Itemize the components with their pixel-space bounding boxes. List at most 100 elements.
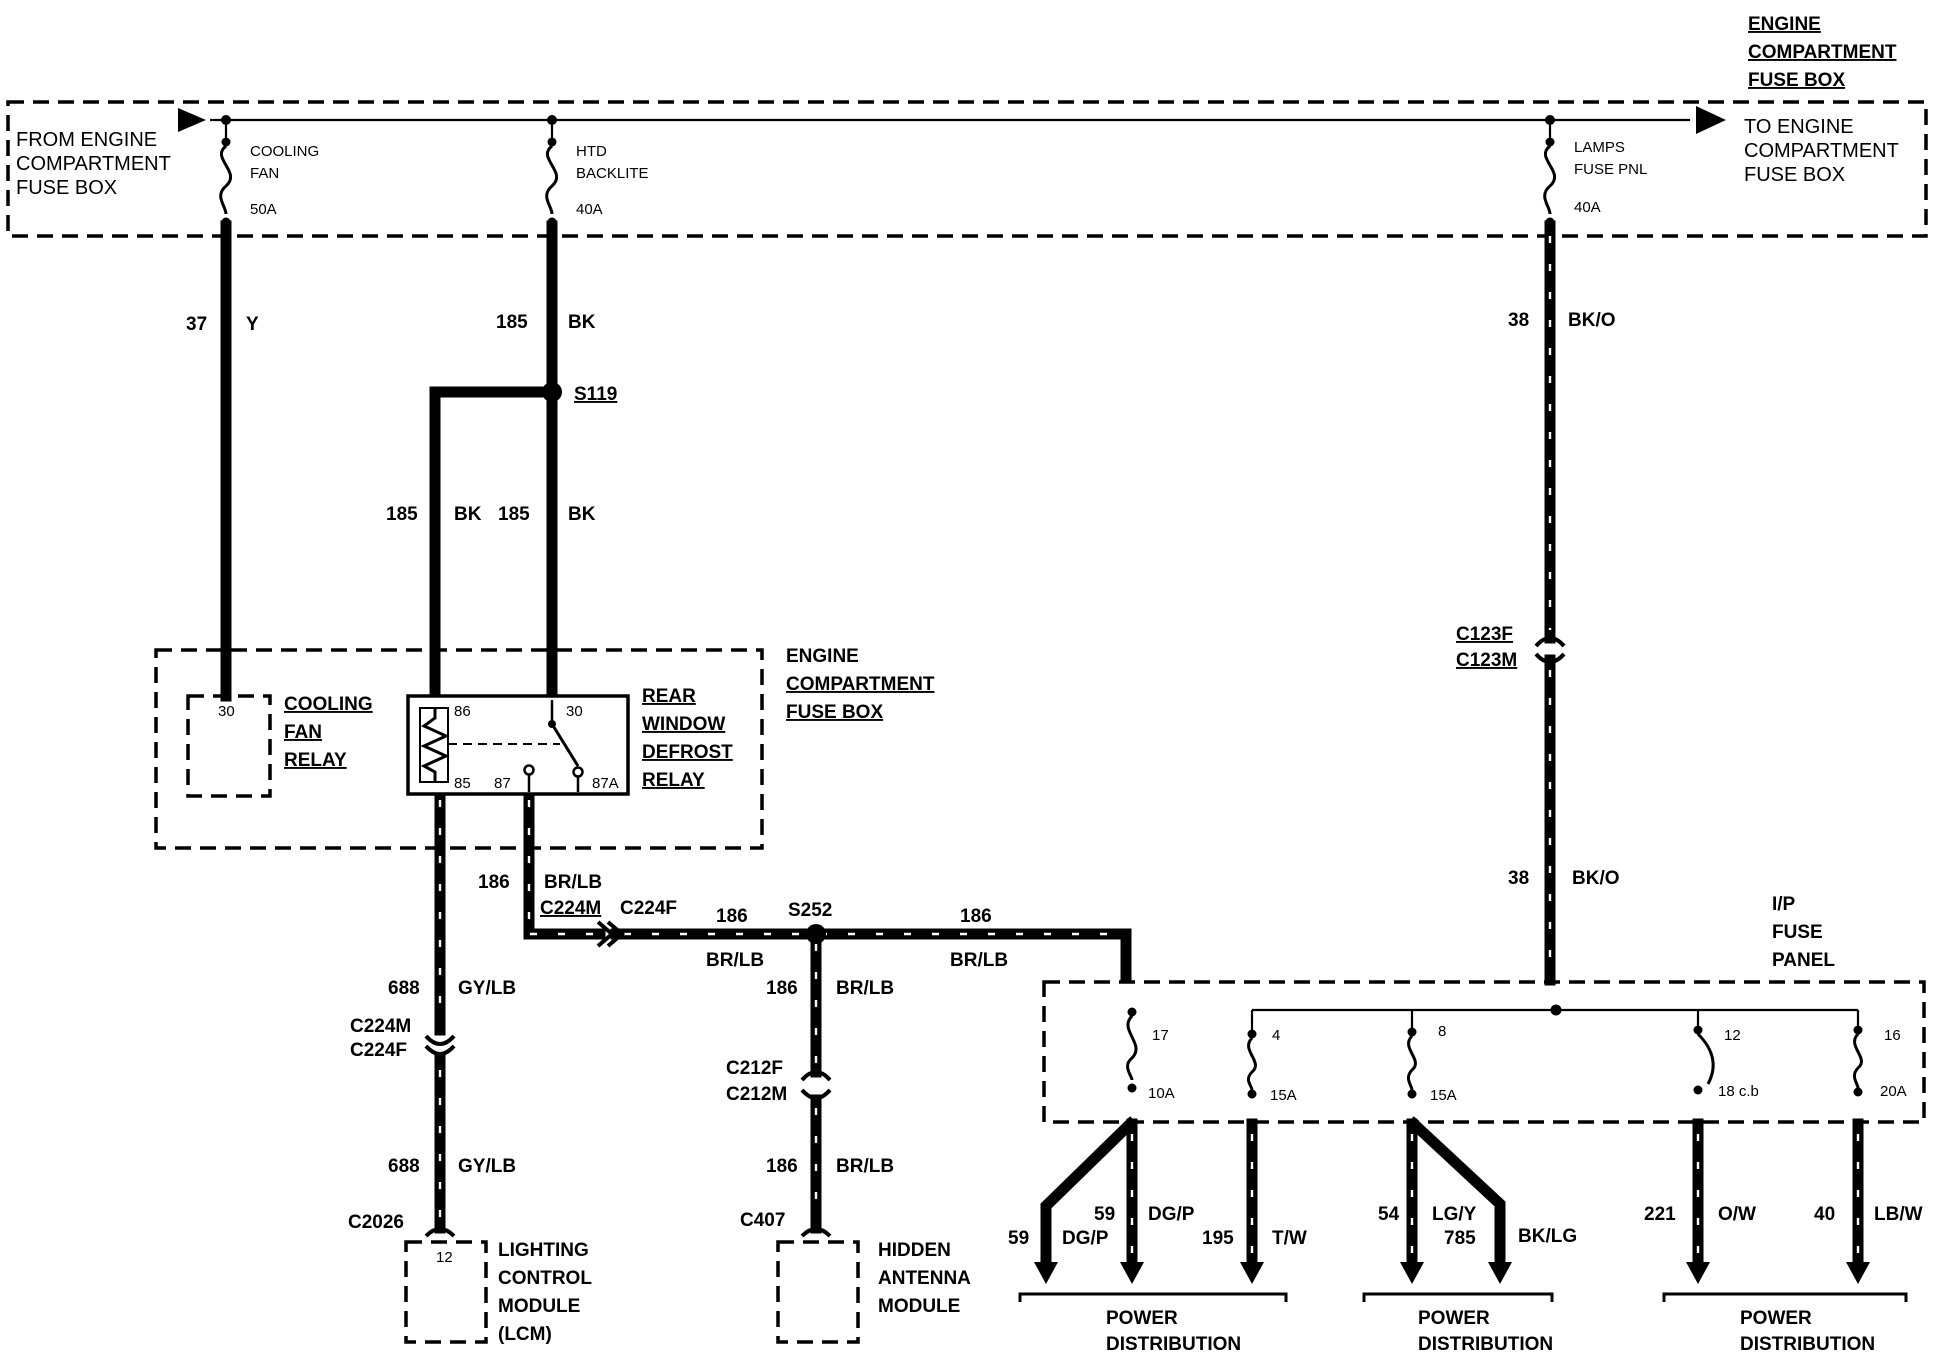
relay-pin: 30 [566, 703, 583, 720]
connector-c407: C407 [740, 1210, 832, 1238]
connector-label: C224F [350, 1040, 407, 1061]
engine-compartment-fuse-box-top: FROM ENGINE COMPARTMENT FUSE BOX TO ENGI… [6, 14, 1928, 238]
power-distribution-group-2: POWER DISTRIBUTION [1362, 1292, 1554, 1355]
ip-fuse-8: 8 15A [1406, 1010, 1457, 1104]
wire-labels: 37 Y 185 BK 185 BK 185 BK 38 BK/O 38 BK/… [186, 310, 1620, 1177]
power-distribution-group-1: POWER DISTRIBUTION [1018, 1292, 1288, 1355]
connector-label: C123M [1456, 650, 1517, 671]
ip-panel-label: PANEL [1772, 950, 1835, 971]
module-name: CONTROL [498, 1268, 592, 1289]
relay-pin: 86 [454, 703, 471, 720]
circuit-number: 37 [186, 314, 207, 335]
cooling-fan-relay: 30 COOLING FAN RELAY [186, 694, 373, 798]
wire-color: BR/LB [836, 978, 894, 999]
fuse-lamps-fuse-pnl: LAMPS FUSE PNL 40A [1543, 120, 1647, 227]
relay-pin: 85 [454, 775, 471, 792]
connector-label: C224M [350, 1016, 411, 1037]
header-box-line2: COMPARTMENT [1748, 42, 1897, 63]
circuit-number: 59 [1094, 1204, 1115, 1225]
circuit-number: 688 [388, 978, 420, 999]
relay-fuse-box: ENGINE COMPARTMENT FUSE BOX 30 COOLING F… [154, 646, 935, 850]
circuit-number: 221 [1644, 1204, 1676, 1225]
ip-fuse-17: 17 10A [1126, 1007, 1175, 1102]
wire-color: Y [246, 314, 259, 335]
fuse-number: 16 [1884, 1027, 1901, 1044]
to-box-line2: COMPARTMENT [1744, 140, 1899, 162]
wire-color: BK/LG [1518, 1226, 1577, 1247]
wire-color: BK/O [1568, 310, 1616, 331]
circuit-number: 186 [766, 1156, 798, 1177]
fuse-cooling-fan: COOLING FAN 50A [219, 120, 319, 227]
relay-box-label: FUSE BOX [786, 702, 883, 723]
connector-c224-top: C224M C224F [540, 898, 677, 948]
module-name: (LCM) [498, 1324, 552, 1345]
fuse-name: LAMPS [1574, 139, 1625, 156]
fuse-number: 4 [1272, 1027, 1280, 1044]
circuit-number: 186 [766, 978, 798, 999]
wire-color: DG/P [1148, 1204, 1195, 1225]
arrow-in-icon [178, 108, 206, 132]
circuit-number: 195 [1202, 1228, 1234, 1249]
relay-switch-icon [550, 723, 580, 767]
relay-pin: 87A [592, 775, 619, 792]
ip-fuse-panel: I/P FUSE PANEL 17 10A 4 15A 8 15A [1042, 894, 1926, 1124]
arrow-down-icon [1120, 1262, 1144, 1284]
wire-color: BK [568, 312, 596, 333]
wire-color: BR/LB [950, 950, 1008, 971]
arrow-down-icon [1400, 1262, 1424, 1284]
relay-pin: 30 [218, 703, 235, 720]
arrow-down-icon [1686, 1262, 1710, 1284]
circuit-number: 186 [960, 906, 992, 927]
lighting-control-module: 12 LIGHTING CONTROL MODULE (LCM) [404, 1240, 592, 1345]
splice-s119: S119 [542, 382, 617, 405]
ip-panel-label: I/P [1772, 894, 1796, 915]
power-distribution-label: POWER [1740, 1308, 1812, 1329]
circuit-number: 186 [716, 906, 748, 927]
relay-name: REAR [642, 686, 696, 707]
power-distribution-label: DISTRIBUTION [1418, 1334, 1553, 1355]
power-distribution-label: POWER [1418, 1308, 1490, 1329]
wire-color: GY/LB [458, 1156, 516, 1177]
fuse-amperage: 18 c.b [1718, 1083, 1759, 1100]
arrow-down-icon [1034, 1262, 1058, 1284]
wire-color: BR/LB [706, 950, 764, 971]
to-box-line1: TO ENGINE [1744, 116, 1854, 138]
relay-name: RELAY [284, 750, 347, 771]
module-name: LIGHTING [498, 1240, 589, 1261]
relay-name: DEFROST [642, 742, 733, 763]
module-name: HIDDEN [878, 1240, 951, 1261]
circuit-number: 38 [1508, 868, 1529, 889]
connector-label: C2026 [348, 1212, 404, 1233]
circuit-number: 688 [388, 1156, 420, 1177]
circuit-number: 40 [1814, 1204, 1835, 1225]
wires [220, 220, 1556, 1234]
power-distribution-group-3: POWER DISTRIBUTION [1662, 1292, 1908, 1355]
relay-name: WINDOW [642, 714, 725, 735]
relay-box-label: COMPARTMENT [786, 674, 935, 695]
ip-fuse-4: 4 15A [1246, 1010, 1297, 1104]
module-name: MODULE [878, 1296, 960, 1317]
connector-c2026: C2026 [348, 1212, 456, 1238]
splice-s252: S252 [788, 900, 832, 944]
power-distribution-label: DISTRIBUTION [1106, 1334, 1241, 1355]
fuse-amperage: 40A [1574, 199, 1601, 216]
connector-label: C123F [1456, 624, 1513, 645]
circuit-number: 186 [478, 872, 510, 893]
module-name: MODULE [498, 1296, 580, 1317]
relay-pin: 87 [494, 775, 511, 792]
power-distribution-label: DISTRIBUTION [1740, 1334, 1875, 1355]
connector-label: C224M [540, 898, 601, 919]
rear-window-defrost-relay: 86 30 85 87 87A REAR WINDOW DEFROST RELA… [406, 686, 733, 796]
ip-fuse-16: 16 20A [1852, 1010, 1907, 1100]
arrow-out-icon [1696, 106, 1726, 134]
header-box-line3: FUSE BOX [1748, 70, 1845, 91]
header-box-line1: ENGINE [1748, 14, 1821, 35]
wire-color: BR/LB [544, 872, 602, 893]
fuse-number: 8 [1438, 1023, 1446, 1040]
to-box-line3: FUSE BOX [1744, 164, 1845, 186]
fuse-amperage: 50A [250, 201, 277, 218]
relay-name: COOLING [284, 694, 373, 715]
fuse-amperage: 20A [1880, 1083, 1907, 1100]
fuse-name: FAN [250, 165, 279, 182]
connector-label: C212M [726, 1084, 787, 1105]
